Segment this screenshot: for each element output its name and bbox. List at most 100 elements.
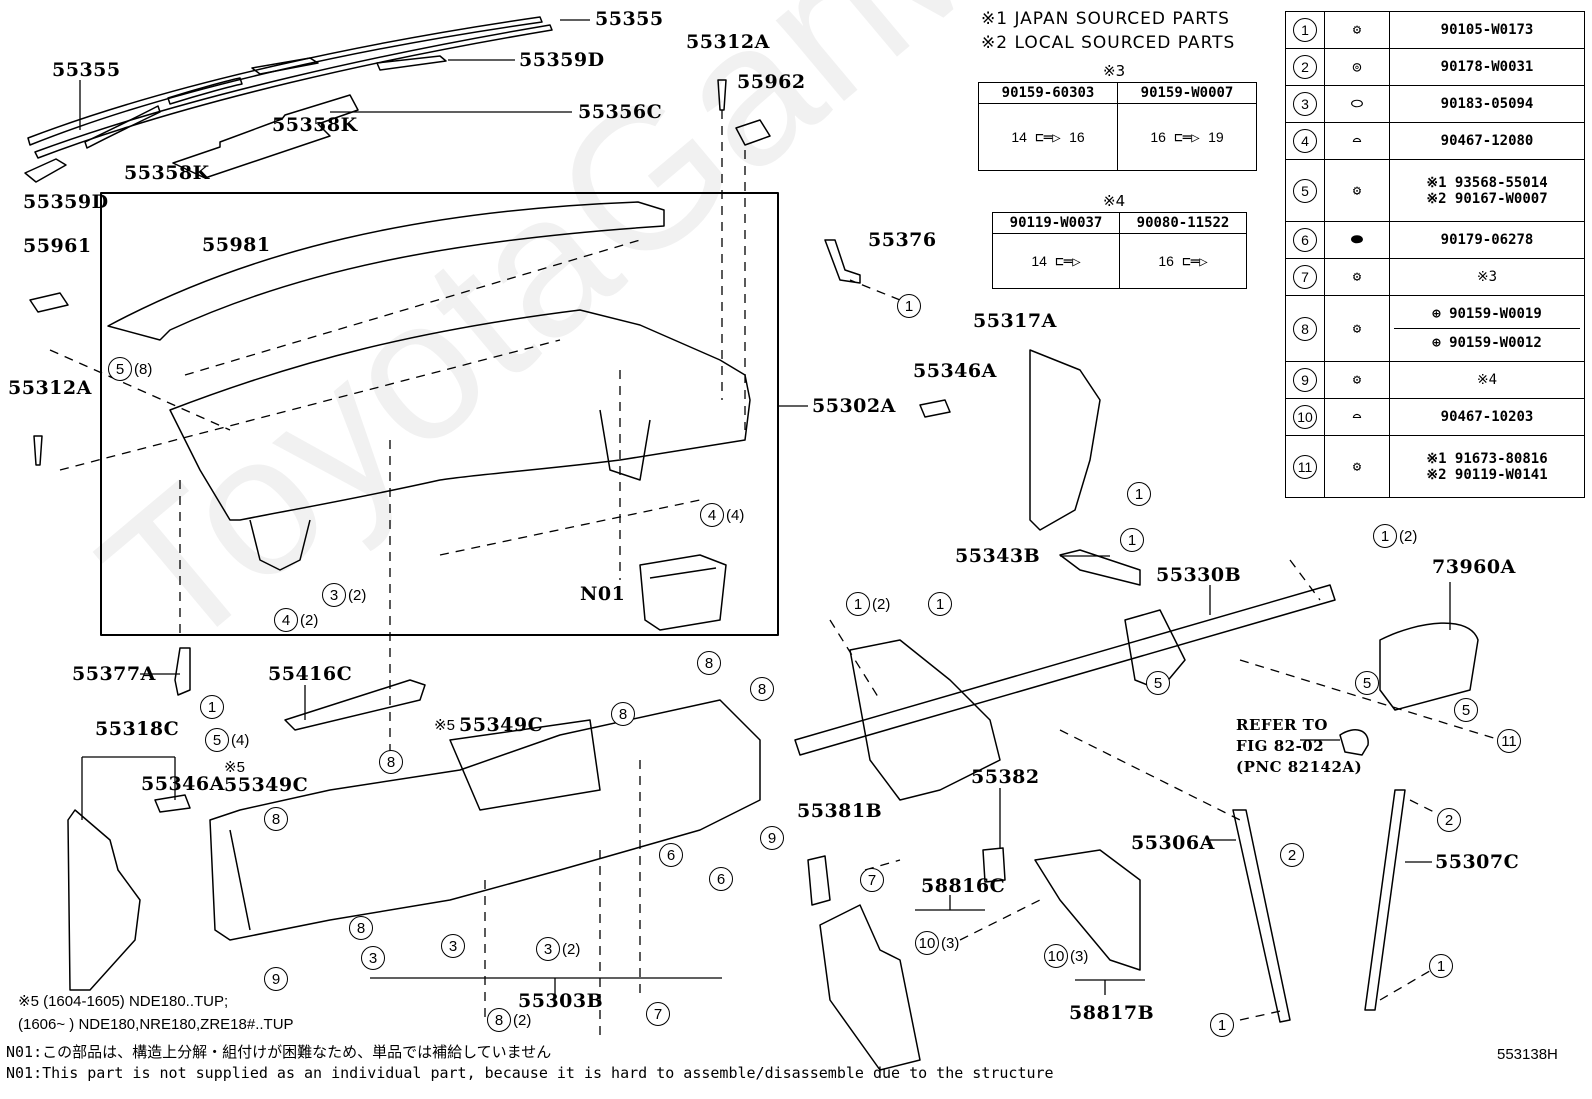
part-label-55358k[interactable]: 55358K bbox=[272, 114, 358, 136]
part-55382-connector bbox=[982, 847, 1006, 883]
footnote-5-line2: (1606~ ) NDE180,NRE180,ZRE18#..TUP bbox=[18, 1016, 294, 1033]
part-label-55358k[interactable]: 55358K bbox=[124, 162, 210, 184]
sub-table-3-header-1: 90159-60303 bbox=[978, 82, 1118, 104]
callout-ref[interactable]: 8 bbox=[697, 651, 721, 675]
sub-table-3-header-2: 90159-W0007 bbox=[1117, 82, 1257, 104]
part-label-55307c[interactable]: 55307C bbox=[1435, 851, 1520, 873]
clip-icon: ⌓ bbox=[1352, 133, 1362, 149]
callout-ref[interactable]: 3 bbox=[441, 934, 465, 958]
part-label-55416c[interactable]: 55416C bbox=[268, 663, 353, 685]
part-label-55346a[interactable]: 55346A bbox=[141, 773, 225, 795]
part-label-55343b[interactable]: 55343B bbox=[955, 545, 1041, 567]
callout-ref[interactable]: 1 bbox=[1120, 528, 1144, 552]
callout-ref[interactable]: 5(8) bbox=[108, 357, 152, 381]
note-5-mark: ※5 bbox=[434, 717, 455, 734]
part-label-55312a[interactable]: 55312A bbox=[686, 31, 770, 53]
callout-ref[interactable]: 4(2) bbox=[274, 608, 318, 632]
callout-ref[interactable]: 5 bbox=[1454, 698, 1478, 722]
part-label-55359d[interactable]: 55359D bbox=[519, 49, 605, 71]
callout-ref[interactable]: 1 bbox=[897, 294, 921, 318]
part-label-n01[interactable]: N01 bbox=[580, 583, 626, 605]
part-label-58817b[interactable]: 58817B bbox=[1069, 1002, 1155, 1024]
refer-to-fig-link[interactable]: FIG 82-02 bbox=[1236, 737, 1325, 755]
part-label-55330b[interactable]: 55330B bbox=[1156, 564, 1242, 586]
callout-ref[interactable]: 3 bbox=[361, 946, 385, 970]
callout-ref[interactable]: 3(2) bbox=[322, 583, 366, 607]
callout-ref[interactable]: 9 bbox=[264, 967, 288, 991]
ref-number: 8 bbox=[1293, 316, 1317, 341]
callout-ref[interactable]: 1 bbox=[1210, 1013, 1234, 1037]
callout-ref[interactable]: 1 bbox=[928, 592, 952, 616]
callout-ref[interactable]: 10(3) bbox=[1044, 944, 1088, 968]
part-label-55961[interactable]: 55961 bbox=[23, 235, 92, 257]
table-row: 7 ⚙ ※3 bbox=[1285, 258, 1585, 296]
part-label-58816c[interactable]: 58816C bbox=[921, 875, 1006, 897]
callout-ref[interactable]: 7 bbox=[860, 868, 884, 892]
ref-number: 11 bbox=[1293, 454, 1317, 479]
bolt-icon: ⊏═▷ bbox=[1182, 253, 1208, 270]
callout-ref[interactable]: 2 bbox=[1437, 808, 1461, 832]
part-55312a-clip-left bbox=[33, 435, 43, 466]
part-label-55981[interactable]: 55981 bbox=[202, 234, 271, 256]
sub-table-3-title: ※3 bbox=[1103, 62, 1126, 80]
part-label-55318c[interactable]: 55318C bbox=[95, 718, 180, 740]
part-label-73960a[interactable]: 73960A bbox=[1432, 556, 1516, 578]
part-number-hex: 90159-W0019 bbox=[1449, 306, 1542, 322]
table-row: 6 ⬬ 90179-06278 bbox=[1285, 221, 1585, 259]
callout-ref[interactable]: 8 bbox=[349, 916, 373, 940]
callout-ref[interactable]: 10(3) bbox=[915, 931, 959, 955]
callout-ref[interactable]: 8 bbox=[611, 702, 635, 726]
part-label-55377a[interactable]: 55377A bbox=[72, 663, 156, 685]
part-number-local: ※2 90119-W0141 bbox=[1426, 466, 1548, 483]
callout-ref[interactable]: 6 bbox=[659, 843, 683, 867]
part-label-55359d[interactable]: 55359D bbox=[23, 191, 109, 213]
part-label-55376[interactable]: 55376 bbox=[868, 229, 937, 251]
callout-ref[interactable]: 11 bbox=[1497, 729, 1521, 753]
part-label-55306a[interactable]: 55306A bbox=[1131, 832, 1215, 854]
callout-ref[interactable]: 5(4) bbox=[205, 728, 249, 752]
part-label-55317a[interactable]: 55317A bbox=[973, 310, 1057, 332]
part-number: ※1 93568-55014 ※2 90167-W0007 bbox=[1389, 159, 1585, 222]
part-label-55349c[interactable]: 55349C bbox=[459, 714, 544, 736]
sub-table-4-title: ※4 bbox=[1103, 192, 1126, 210]
ref-number: 5 bbox=[1293, 178, 1317, 203]
callout-ref[interactable]: 8(2) bbox=[487, 1008, 531, 1032]
callout-ref[interactable]: 1 bbox=[200, 695, 224, 719]
callout-ref[interactable]: 8 bbox=[379, 750, 403, 774]
callout-ref[interactable]: 3(2) bbox=[536, 937, 580, 961]
part-label-55382[interactable]: 55382 bbox=[971, 766, 1040, 788]
ref-number: 9 bbox=[1293, 368, 1317, 392]
ref-number: 10 bbox=[1293, 405, 1317, 429]
part-label-55312a[interactable]: 55312A bbox=[8, 377, 92, 399]
part-label-55962[interactable]: 55962 bbox=[737, 71, 806, 93]
part-label-55356c[interactable]: 55356C bbox=[578, 101, 663, 123]
part-label-55381b[interactable]: 55381B bbox=[797, 800, 883, 822]
callout-ref[interactable]: 1 bbox=[1127, 482, 1151, 506]
callout-ref[interactable]: 7 bbox=[646, 1002, 670, 1026]
part-label-55346a[interactable]: 55346A bbox=[913, 360, 997, 382]
callout-ref[interactable]: 5 bbox=[1355, 671, 1379, 695]
table-row: 8 ⚙ ⊕ 90159-W0019 ⊕ 90159-W0012 bbox=[1285, 295, 1585, 362]
callout-ref[interactable]: 6 bbox=[709, 867, 733, 891]
callout-ref[interactable]: 8 bbox=[750, 677, 774, 701]
part-label-55302a[interactable]: 55302A bbox=[812, 395, 896, 417]
part-label-55355[interactable]: 55355 bbox=[595, 8, 664, 30]
part-55307c-brace bbox=[1364, 789, 1406, 1011]
callout-ref[interactable]: 9 bbox=[760, 826, 784, 850]
bolt-icon: ⊏═▷ bbox=[1055, 253, 1081, 270]
callout-ref[interactable]: 4(4) bbox=[700, 503, 744, 527]
dim-height: 14 bbox=[1011, 128, 1027, 145]
callout-ref[interactable]: 8 bbox=[264, 807, 288, 831]
part-number: 90105-W0173 bbox=[1389, 11, 1585, 49]
part-label-55355[interactable]: 55355 bbox=[52, 59, 121, 81]
callout-ref[interactable]: 1(2) bbox=[1373, 524, 1417, 548]
part-55312a-clip-top bbox=[717, 79, 727, 111]
callout-ref[interactable]: 1(2) bbox=[846, 592, 890, 616]
part-label-55303b[interactable]: 55303B bbox=[518, 990, 604, 1012]
dim-length: 19 bbox=[1208, 128, 1224, 145]
callout-ref[interactable]: 2 bbox=[1280, 843, 1304, 867]
callout-ref[interactable]: 5 bbox=[1146, 671, 1170, 695]
callout-ref[interactable]: 1 bbox=[1429, 954, 1453, 978]
part-number-local: ※2 90167-W0007 bbox=[1426, 190, 1548, 207]
part-label-55349c[interactable]: 55349C bbox=[224, 774, 309, 796]
